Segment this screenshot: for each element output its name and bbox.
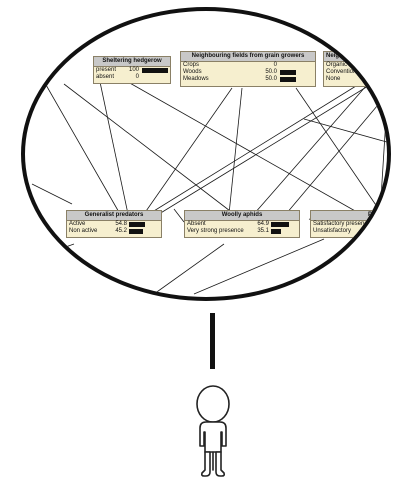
network-edges: [31, 63, 387, 295]
state-value: 100: [128, 67, 139, 73]
edge: [31, 243, 75, 260]
state-label: Absent: [187, 221, 206, 227]
edge: [63, 83, 235, 215]
state-label: Active: [69, 221, 86, 227]
state-value: 54.8: [115, 221, 127, 227]
state-label: absent: [96, 74, 115, 80]
node-title: [25, 52, 48, 55]
edge: [99, 81, 129, 215]
state-label: Very strong presence: [187, 228, 244, 234]
node-sheltering-hedgerow: Sheltering hedgerow present 100 absent 0: [93, 56, 171, 84]
edge: [383, 173, 387, 215]
edge: [127, 81, 365, 217]
state-bar: [142, 68, 168, 73]
node-generalist-predators: Generalist predators Active 54.8 Non act…: [66, 210, 162, 238]
edge: [193, 238, 325, 295]
state-row: Crops 0: [181, 62, 315, 69]
state-row: Non active 45.2: [67, 228, 161, 235]
edge: [253, 85, 367, 215]
state-value: 64.9: [257, 221, 269, 227]
node-neighbouring-fields: Neighbouring fields from grain growers C…: [180, 51, 316, 87]
state-label: Crops: [183, 62, 200, 68]
state-row: present 100: [94, 67, 170, 74]
state-label: Satisfactory presence: [313, 221, 371, 227]
state-value: 35.1: [257, 228, 269, 234]
state-label: Non active: [69, 228, 98, 234]
edge: [228, 87, 243, 215]
node-title: Neighbouring fields from grain growers: [181, 52, 315, 62]
state-label: Conventional: [326, 69, 362, 75]
edge: [303, 118, 387, 143]
state-row: Woods 50.0: [181, 69, 315, 76]
state-value: 45.2: [115, 228, 127, 234]
state-row: Unsatisfactory: [311, 228, 387, 235]
state-row: Organic: [324, 62, 387, 69]
edge: [31, 183, 73, 205]
state-label: present: [96, 67, 117, 73]
state-row: None: [324, 76, 387, 83]
state-label: Meadows: [183, 76, 209, 82]
state-value: 0: [273, 62, 277, 68]
state-label: Organic: [326, 62, 348, 68]
state-bar: [280, 77, 296, 82]
node-title: Generalist predators: [67, 211, 161, 221]
state-row: Absent 64.9: [185, 221, 299, 228]
state-bar: [271, 229, 281, 234]
edge: [173, 208, 185, 223]
state-bar: [129, 222, 146, 227]
person-icon: [196, 385, 230, 477]
node-title: Sheltering hedgerow: [94, 57, 170, 67]
node-title: Neighb: [324, 52, 387, 62]
state-row: Active 54.8: [67, 221, 161, 228]
partial-node-left: [25, 51, 49, 75]
state-row: Meadows 50.0: [181, 76, 315, 83]
state-bar: [280, 70, 296, 75]
state-bar: [271, 222, 290, 227]
state-row: Very strong presence 35.1: [185, 228, 299, 235]
edge: [148, 85, 357, 215]
state-label: Unsatisfactory: [313, 228, 352, 234]
bubble-connector: [210, 313, 215, 369]
node-pollinators: Pollinators Satisfactory presence Unsati…: [310, 210, 387, 238]
edge: [158, 73, 387, 215]
edge: [285, 93, 387, 215]
edge: [143, 87, 233, 215]
state-label: Woods: [183, 69, 202, 75]
state-row: absent 0: [94, 74, 170, 81]
edge: [379, 95, 387, 215]
state-value: 50.0: [265, 69, 277, 75]
state-value: 0: [135, 74, 139, 80]
edge: [153, 243, 225, 295]
state-label: None: [326, 76, 341, 82]
edge: [33, 63, 121, 215]
node-neighb-partial: Neighb Organic Conventional None: [323, 51, 387, 87]
thought-bubble: Sheltering hedgerow present 100 absent 0…: [21, 7, 391, 301]
node-woolly-aphids: Woolly aphids Absent 64.9 Very strong pr…: [184, 210, 300, 238]
state-value: 50.0: [265, 76, 277, 82]
state-row: Conventional: [324, 69, 387, 76]
state-row: Satisfactory presence: [311, 221, 387, 228]
state-bar: [129, 229, 143, 234]
node-title: Woolly aphids: [185, 211, 299, 221]
node-title: Pollinators: [311, 211, 387, 221]
